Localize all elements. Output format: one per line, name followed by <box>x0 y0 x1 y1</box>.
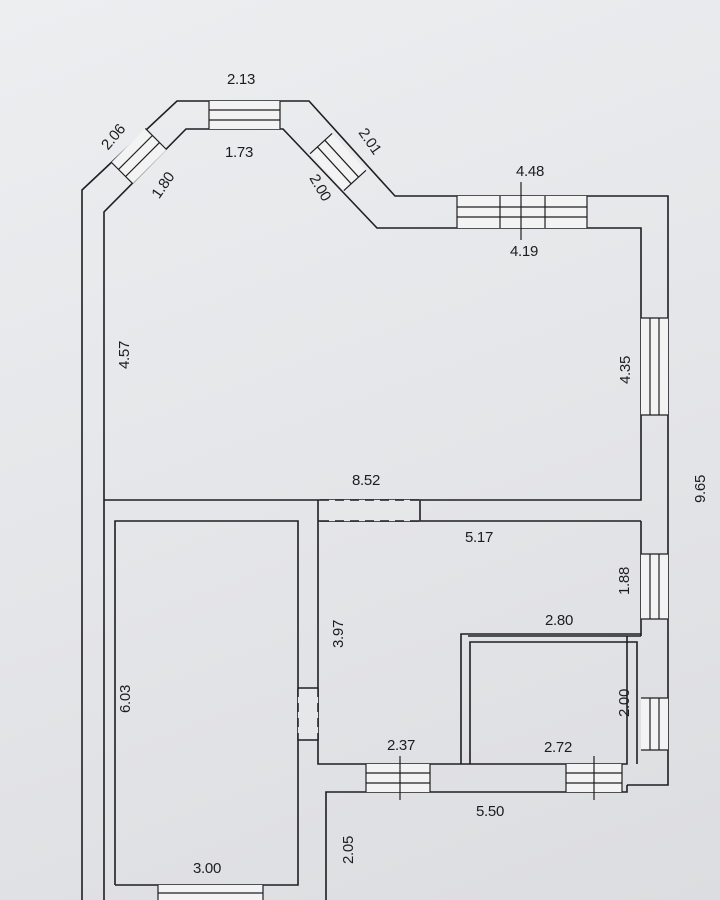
dim-top-right-outer: 4.48 <box>516 163 544 180</box>
dim-top-outer: 2.13 <box>227 71 255 88</box>
dim-hall-top: 5.17 <box>465 529 493 546</box>
dim-hall-left: 3.97 <box>330 620 347 648</box>
door-openings <box>297 499 421 741</box>
windows <box>110 101 668 900</box>
dim-right-room-height: 1.88 <box>616 567 633 595</box>
dim-porch-left: 2.05 <box>340 836 357 864</box>
interior-walls <box>114 500 642 886</box>
dim-bottom-outer: 5.50 <box>476 803 504 820</box>
dim-overall-right: 9.65 <box>692 475 709 503</box>
dim-living-left: 4.57 <box>116 341 133 369</box>
dim-left-room-height: 6.03 <box>117 685 134 713</box>
dim-right-room-width: 2.80 <box>545 612 573 629</box>
dim-left-diag-outer: 2.06 <box>98 121 129 153</box>
dim-small-room-width: 2.72 <box>544 739 572 756</box>
dim-living-bottom: 8.52 <box>352 472 380 489</box>
dimension-labels: 2.13 1.73 2.06 1.80 2.01 2.00 4.48 4.19 … <box>98 71 709 877</box>
outer-walls <box>81 100 669 900</box>
dim-right-diag-inner: 2.00 <box>306 171 335 204</box>
dim-right-diag-outer: 2.01 <box>355 125 385 158</box>
dim-small-room-height: 2.00 <box>616 689 633 717</box>
dim-top-right-inner: 4.19 <box>510 243 538 260</box>
dim-top-inner: 1.73 <box>225 144 253 161</box>
dim-left-room-width: 3.00 <box>193 860 221 877</box>
dimension-ticks <box>399 182 595 800</box>
dim-left-diag-inner: 1.80 <box>148 169 178 202</box>
dim-hall-bottom: 2.37 <box>387 737 415 754</box>
dim-living-right: 4.35 <box>617 356 634 384</box>
